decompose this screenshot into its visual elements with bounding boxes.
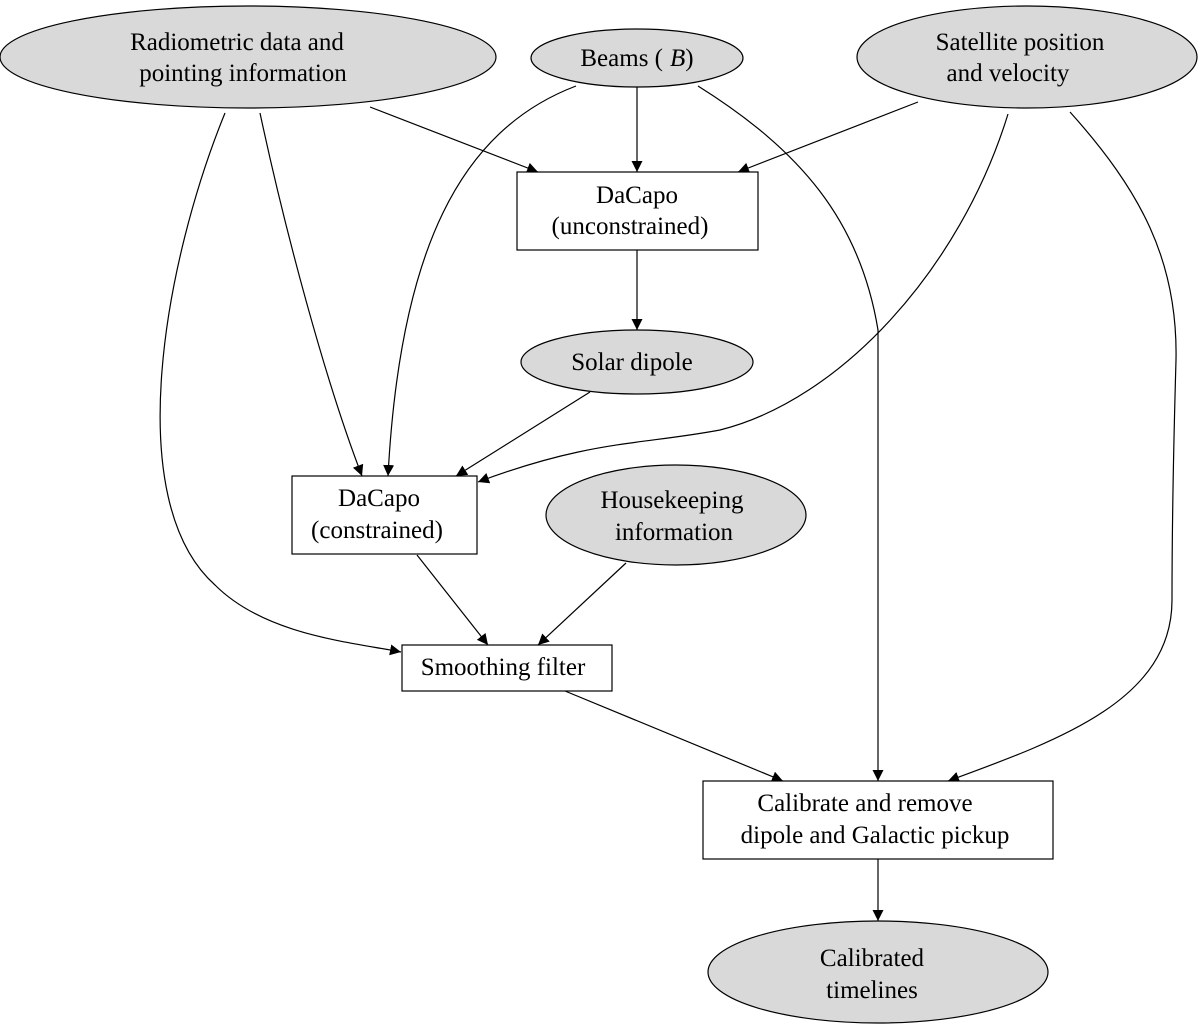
calibrate-label-line1: Calibrate and remove bbox=[757, 790, 972, 817]
edge-dacapo-constrained-to-smoothing-filter bbox=[416, 554, 489, 646]
satellite-label-line1: Satellite position bbox=[936, 29, 1105, 56]
housekeeping-label-line1: Housekeeping bbox=[600, 487, 744, 514]
dacapo-constrained-label-line2: (constrained) bbox=[311, 517, 443, 544]
radiometric-label-line2: pointing information bbox=[139, 60, 347, 87]
beams-label-suffix: ) bbox=[685, 45, 693, 72]
calibrated-timelines-label-line1: Calibrated bbox=[820, 945, 925, 972]
edge-radiometric-to-smoothing-filter bbox=[159, 112, 402, 656]
edge-satellite-to-dacapo-unconstrained bbox=[737, 101, 919, 174]
node-calibrate-and-remove: Calibrate and remove dipole and Galactic… bbox=[702, 780, 1054, 860]
calibrated-timelines-label-line2: timelines bbox=[826, 977, 918, 1004]
node-beams: Beams ( B) bbox=[530, 28, 744, 88]
dacapo-unconstrained-label-line2: (unconstrained) bbox=[552, 213, 709, 240]
edge-solar-dipole-to-dacapo-constrained bbox=[455, 391, 591, 477]
solar-dipole-label: Solar dipole bbox=[571, 349, 693, 376]
edge-radiometric-to-dacapo-constrained bbox=[259, 112, 364, 477]
edge-satellite-to-calibrate bbox=[947, 111, 1177, 783]
dacapo-unconstrained-label-line1: DaCapo bbox=[596, 182, 678, 209]
node-radiometric-data: Radiometric data and pointing informatio… bbox=[0, 5, 497, 109]
node-housekeeping-information: Housekeeping information bbox=[545, 464, 807, 566]
satellite-label-line2: and velocity bbox=[947, 60, 1070, 87]
beams-label: Beams ( B) bbox=[580, 45, 693, 72]
beams-label-variable: B bbox=[670, 45, 685, 72]
edge-radiometric-to-dacapo-unconstrained bbox=[369, 106, 539, 174]
node-satellite-position: Satellite position and velocity bbox=[856, 5, 1198, 109]
node-dacapo-constrained: DaCapo (constrained) bbox=[291, 475, 478, 555]
beams-label-prefix: Beams ( bbox=[580, 45, 663, 72]
node-smoothing-filter: Smoothing filter bbox=[401, 644, 613, 692]
dacapo-constrained-label-line1: DaCapo bbox=[338, 485, 420, 512]
smoothing-filter-label: Smoothing filter bbox=[421, 654, 586, 681]
edge-beams-to-dacapo-constrained bbox=[383, 85, 577, 477]
node-calibrated-timelines: Calibrated timelines bbox=[707, 920, 1049, 1024]
edges bbox=[159, 85, 1177, 921]
housekeeping-label-line2: information bbox=[615, 519, 734, 546]
edge-satellite-to-dacapo-constrained bbox=[477, 113, 1009, 484]
edge-smoothing-filter-to-calibrate bbox=[564, 690, 784, 782]
radiometric-label-line1: Radiometric data and bbox=[130, 29, 344, 56]
calibrate-label-line2: dipole and Galactic pickup bbox=[741, 822, 1010, 849]
edge-beams-to-calibrate bbox=[697, 85, 884, 781]
node-dacapo-unconstrained: DaCapo (unconstrained) bbox=[516, 171, 759, 251]
edge-housekeeping-to-smoothing-filter bbox=[537, 562, 627, 646]
node-solar-dipole: Solar dipole bbox=[520, 329, 754, 395]
